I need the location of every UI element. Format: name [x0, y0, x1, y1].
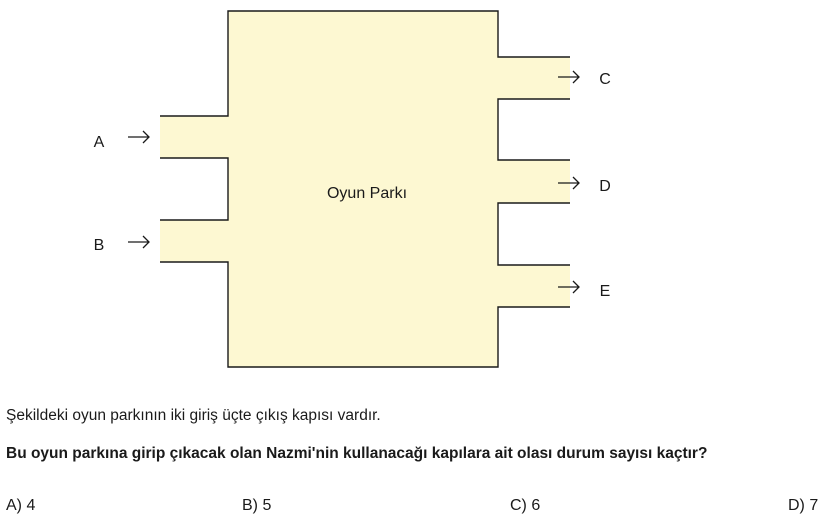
park-area [160, 11, 570, 367]
exit-d-label: D [599, 178, 611, 195]
park-outline [160, 10, 570, 368]
option-c[interactable]: C) 6 [510, 497, 541, 514]
entrance-b-label: B [94, 237, 105, 254]
park-diagram: Oyun Parkı A B C D E [94, 10, 611, 368]
entrance-a-label: A [94, 134, 105, 151]
exit-d-arrow-icon [558, 176, 580, 190]
option-b[interactable]: B) 5 [242, 497, 272, 514]
exit-c-arrow-icon [558, 70, 580, 84]
exit-e-label: E [600, 283, 611, 300]
option-d[interactable]: D) 7 [788, 497, 819, 514]
entrance-b-arrow-icon [128, 235, 150, 249]
question-statement: Şekildeki oyun parkının iki giriş üçte ç… [6, 407, 381, 424]
exit-c-label: C [599, 71, 611, 88]
question-prompt: Bu oyun parkına girip çıkacak olan Nazmi… [6, 445, 708, 462]
park-label: Oyun Parkı [327, 185, 407, 202]
entrance-a-arrow-icon [128, 130, 150, 144]
exit-e-arrow-icon [558, 280, 580, 294]
option-a[interactable]: A) 4 [6, 497, 36, 514]
